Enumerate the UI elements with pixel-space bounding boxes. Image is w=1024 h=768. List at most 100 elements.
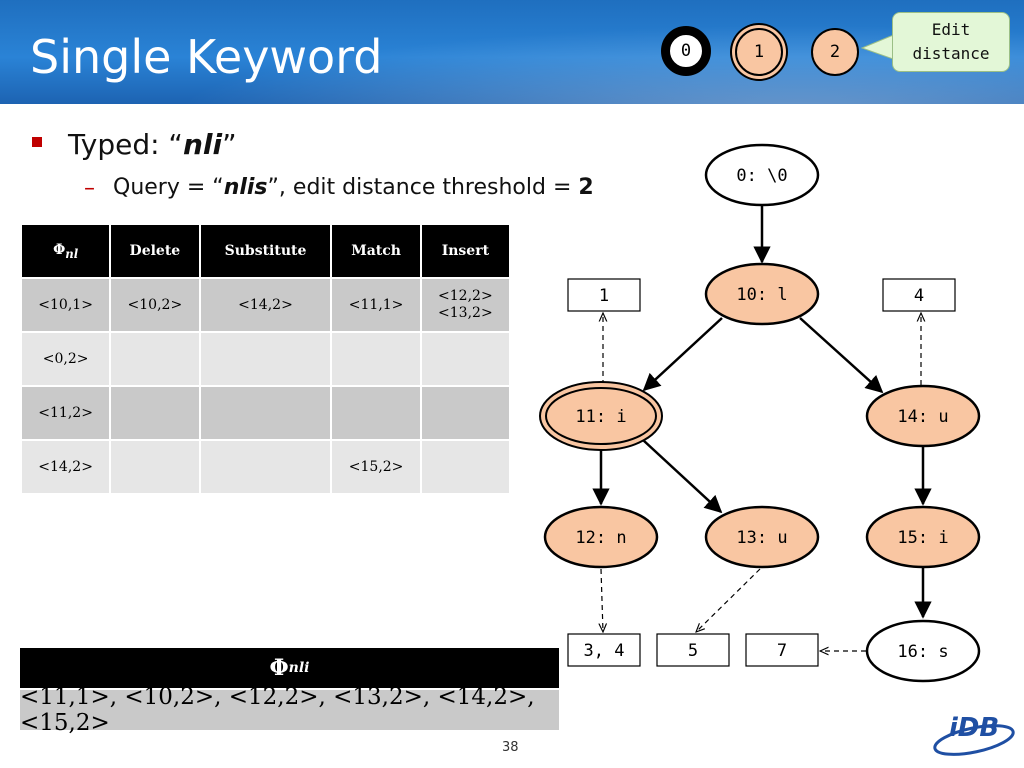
link-n12-b34 xyxy=(601,568,603,632)
header-substitute: Substitute xyxy=(198,223,333,279)
table-row: <10,1> <10,2> <14,2> <11,1> <12,2> <13,2… xyxy=(19,277,512,333)
svg-text:iDB: iDB xyxy=(949,713,999,743)
step-0-circle: 0 xyxy=(661,26,711,76)
header-insert: Insert xyxy=(419,223,512,279)
trie-node-label: 11: i xyxy=(575,407,626,427)
table-cell: <0,2> xyxy=(19,331,112,387)
table-cell: <12,2> <13,2> xyxy=(419,277,512,333)
slide-title: Single Keyword xyxy=(30,30,383,84)
record-box-shape xyxy=(656,633,730,667)
link-n13-b5 xyxy=(696,568,761,632)
record-box-shape xyxy=(745,633,819,667)
query-line: Query = “nlis”, edit distance threshold … xyxy=(113,175,594,200)
table-cell xyxy=(109,439,201,495)
query-prefix: Query = “ xyxy=(113,175,224,200)
record-box-label: 1 xyxy=(599,286,609,306)
trie-node-n16: 16: s xyxy=(865,619,981,683)
table-cell xyxy=(198,331,333,387)
table-cell: <14,2> xyxy=(198,277,333,333)
trie-node-label: 16: s xyxy=(897,642,948,662)
phi-nl-table: Φnl Delete Substitute Match Insert <10,1… xyxy=(19,223,512,495)
typed-line: Typed: “nli” xyxy=(68,128,237,161)
result-value: <11,1>, <10,2>, <12,2>, <13,2>, <14,2>, … xyxy=(20,684,559,736)
page-number: 38 xyxy=(502,740,519,755)
result-phi: Φ xyxy=(269,655,289,681)
table-cell: <11,2> xyxy=(19,385,112,441)
table-cell xyxy=(198,439,333,495)
record-box-b4: 4 xyxy=(882,278,956,312)
typed-value: nli xyxy=(182,128,223,161)
table-cell xyxy=(419,331,512,387)
trie-node-shape xyxy=(865,384,981,448)
header-phi-nl: Φnl xyxy=(19,223,112,279)
trie-node-shape xyxy=(704,505,820,569)
trie-node-shape xyxy=(545,387,657,445)
record-box-label: 3, 4 xyxy=(584,641,625,661)
record-box-shape xyxy=(882,278,956,312)
step-2-circle: 2 xyxy=(811,28,859,76)
threshold-value: 2 xyxy=(578,175,594,200)
trie-node-n11: 11: i xyxy=(539,381,663,451)
trie-node-shape xyxy=(704,143,820,207)
table-cell: <11,1> xyxy=(330,277,422,333)
trie-node-n15: 15: i xyxy=(865,505,981,569)
record-box-shape xyxy=(567,278,641,312)
step-1-circle: 1 xyxy=(735,28,783,76)
trie-node-n14: 14: u xyxy=(865,384,981,448)
table-cell: <14,2> xyxy=(19,439,112,495)
trie-node-label: 13: u xyxy=(736,528,787,548)
trie-node-n13: 13: u xyxy=(704,505,820,569)
trie-node-shape xyxy=(865,619,981,683)
table-cell xyxy=(109,331,201,387)
record-box-b7: 7 xyxy=(745,633,819,667)
step-1-label: 1 xyxy=(753,42,765,62)
typed-prefix: Typed: “ xyxy=(68,128,183,161)
header-phi: Φ xyxy=(53,241,66,258)
table-header-row: Φnl Delete Substitute Match Insert xyxy=(19,223,512,279)
header-match: Match xyxy=(330,223,422,279)
table-cell xyxy=(330,331,422,387)
table-cell xyxy=(419,439,512,495)
table-cell xyxy=(198,385,333,441)
trie-node-n12: 12: n xyxy=(543,505,659,569)
record-box-b5: 5 xyxy=(656,633,730,667)
typed-suffix: ” xyxy=(222,128,237,161)
query-value: nlis xyxy=(223,175,268,200)
table-row: <14,2> <15,2> xyxy=(19,439,512,495)
idb-logo-icon: iDB xyxy=(933,713,1015,756)
trie-node-label: 14: u xyxy=(897,407,948,427)
record-box-b1: 1 xyxy=(567,278,641,312)
table-cell: <15,2> xyxy=(330,439,422,495)
query-suffix: ”, edit distance threshold = xyxy=(267,175,579,200)
table-cell: <10,2> xyxy=(109,277,201,333)
table-cell: <10,1> xyxy=(19,277,112,333)
edge-n10-n14 xyxy=(799,317,884,394)
step-2-label: 2 xyxy=(829,42,841,62)
record-box-label: 5 xyxy=(688,641,698,661)
trie-node-shape xyxy=(865,505,981,569)
record-links xyxy=(601,313,921,651)
table-row: <11,2> xyxy=(19,385,512,441)
result-phi-sub: nli xyxy=(288,660,310,676)
trie-node-shape xyxy=(543,505,659,569)
bullet-square xyxy=(32,137,42,147)
header-phi-sub: nl xyxy=(65,246,79,261)
trie-node-n0: 0: \0 xyxy=(704,143,820,207)
header-delete: Delete xyxy=(109,223,201,279)
edge-n11-n13 xyxy=(642,439,723,514)
trie-edges xyxy=(592,205,932,619)
trie-node-label: 0: \0 xyxy=(736,166,787,186)
trie-node-n10: 10: l xyxy=(704,262,820,326)
step-0-label: 0 xyxy=(680,41,692,61)
table-cell xyxy=(330,385,422,441)
trie-node-shape xyxy=(704,262,820,326)
sub-bullet-dash: – xyxy=(84,176,95,201)
table-row: <0,2> xyxy=(19,331,512,387)
record-box-label: 4 xyxy=(914,286,924,306)
trie-node-label: 12: n xyxy=(575,528,626,548)
table-cell xyxy=(419,385,512,441)
record-box-shape xyxy=(567,633,641,667)
edge-n10-n11 xyxy=(642,317,723,392)
